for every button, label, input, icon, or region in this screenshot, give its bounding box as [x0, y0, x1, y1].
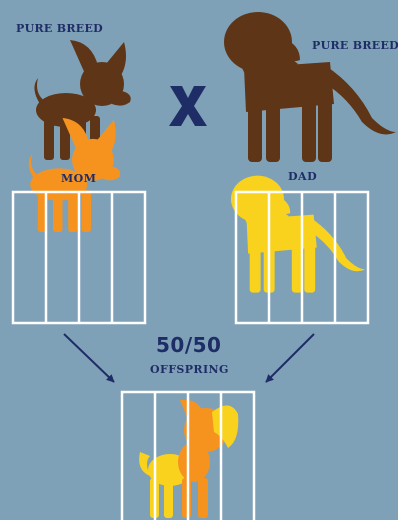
dad-labrador-icon: [224, 12, 396, 162]
arrow-icon: [64, 334, 114, 382]
arrow-icon: [266, 334, 314, 382]
mom-cage: [13, 118, 145, 323]
ratio-label: 50/50: [156, 333, 221, 357]
cross-x-icon: [169, 86, 207, 126]
dad-label: DAD: [288, 170, 317, 183]
dad-breed-label: PURE BREED: [312, 39, 398, 52]
offspring-cage: [122, 392, 254, 520]
mom-breed-label: PURE BREED: [16, 22, 103, 35]
offspring-label: OFFSPRING: [150, 363, 229, 376]
dad-cage: [231, 176, 368, 323]
mom-label: MOM: [61, 172, 96, 185]
